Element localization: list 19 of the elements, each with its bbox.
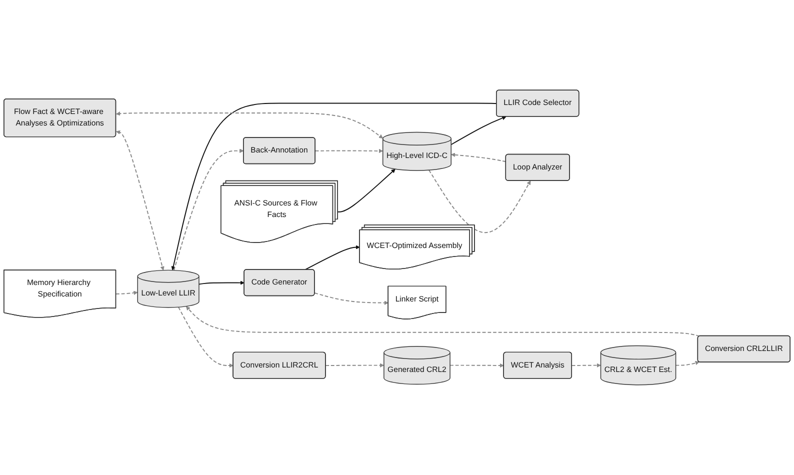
arrow	[571, 363, 601, 368]
arrow	[171, 102, 498, 270]
arrow	[450, 116, 506, 146]
arrow	[325, 363, 384, 368]
arrow	[116, 112, 384, 139]
arrow	[450, 152, 506, 162]
arrow	[675, 360, 700, 366]
arrow	[428, 170, 531, 233]
arrow	[186, 306, 700, 337]
arrow	[314, 148, 384, 154]
arrow	[304, 245, 360, 270]
arrow	[450, 363, 504, 368]
arrow	[337, 168, 396, 212]
arrow	[116, 130, 164, 270]
arrow	[173, 148, 244, 271]
arrow	[116, 290, 138, 295]
arrow	[198, 280, 244, 285]
arrow	[178, 306, 234, 368]
arrow	[314, 292, 388, 305]
